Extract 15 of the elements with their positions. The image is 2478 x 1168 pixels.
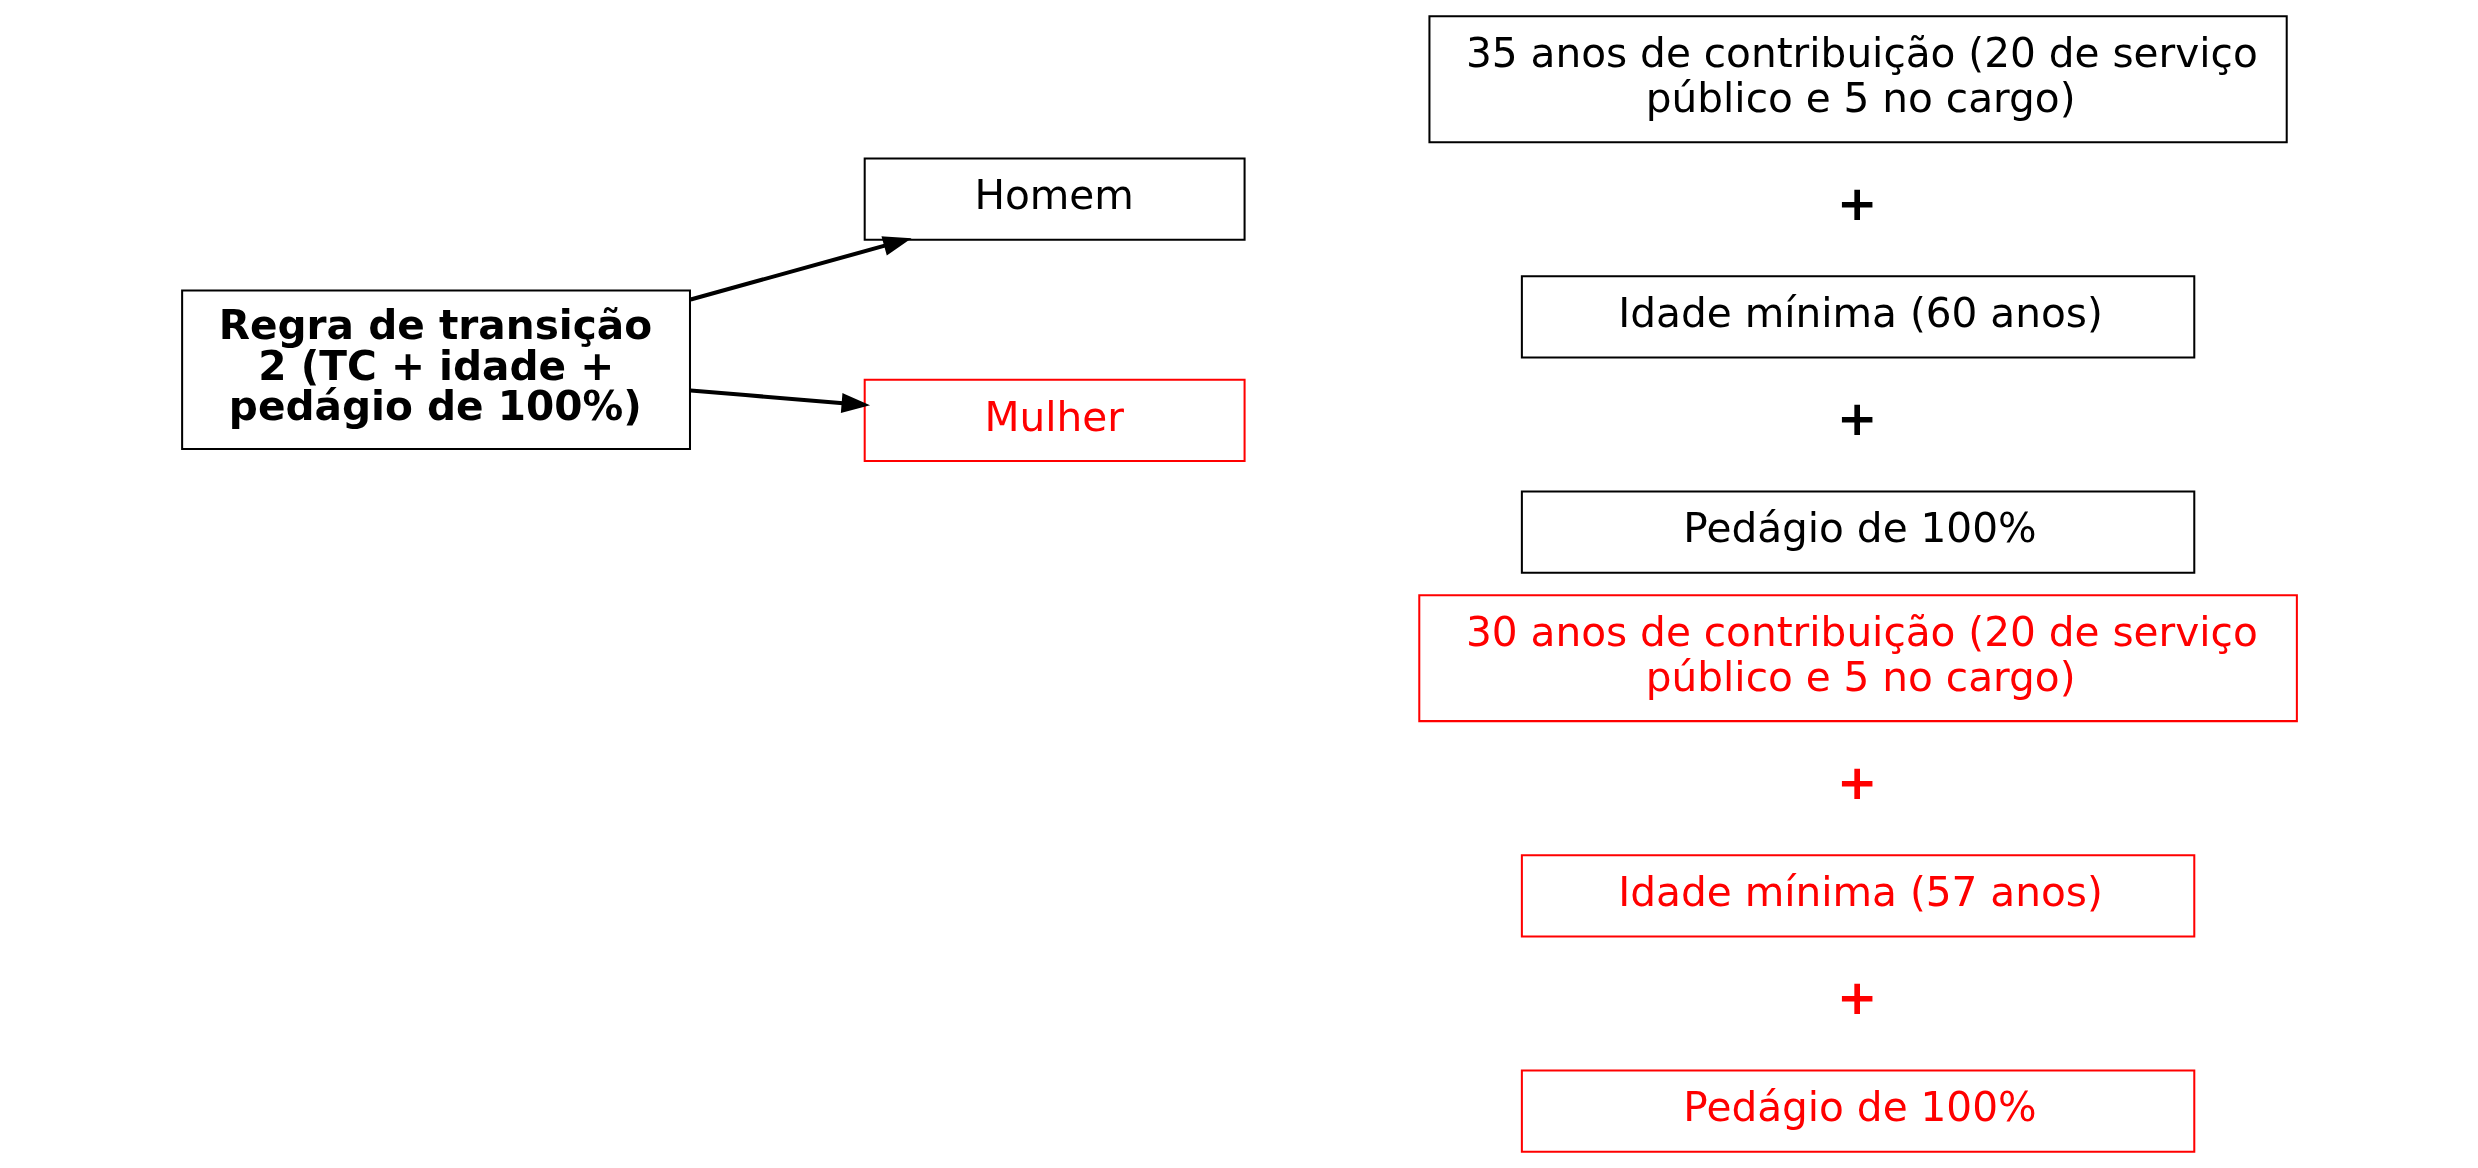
label: + <box>1836 390 1878 447</box>
node-box: Pedágio de 100% <box>1520 1069 2195 1153</box>
node-box: Idade mínima (60 anos) <box>1520 275 2195 359</box>
node-box: Homem <box>863 157 1246 241</box>
label: + <box>1836 969 1878 1026</box>
label: + <box>1836 174 1878 231</box>
label: + <box>1836 753 1878 810</box>
node-box: Idade mínima (57 anos) <box>1520 854 2195 938</box>
node-box: 30 anos de contribuição (20 de serviço público e 5 no cargo) <box>1417 594 2298 723</box>
node-box: Pedágio de 100% <box>1520 490 2195 574</box>
node-box: Regra de transição 2 (TC + idade + pedágio de 100%) <box>180 289 691 450</box>
node-box: Mulher <box>863 378 1246 463</box>
arrow <box>689 236 912 302</box>
node-box: 35 anos de contribuição (20 de serviço público e 5 no cargo) <box>1427 15 2288 144</box>
arrow <box>690 388 870 413</box>
